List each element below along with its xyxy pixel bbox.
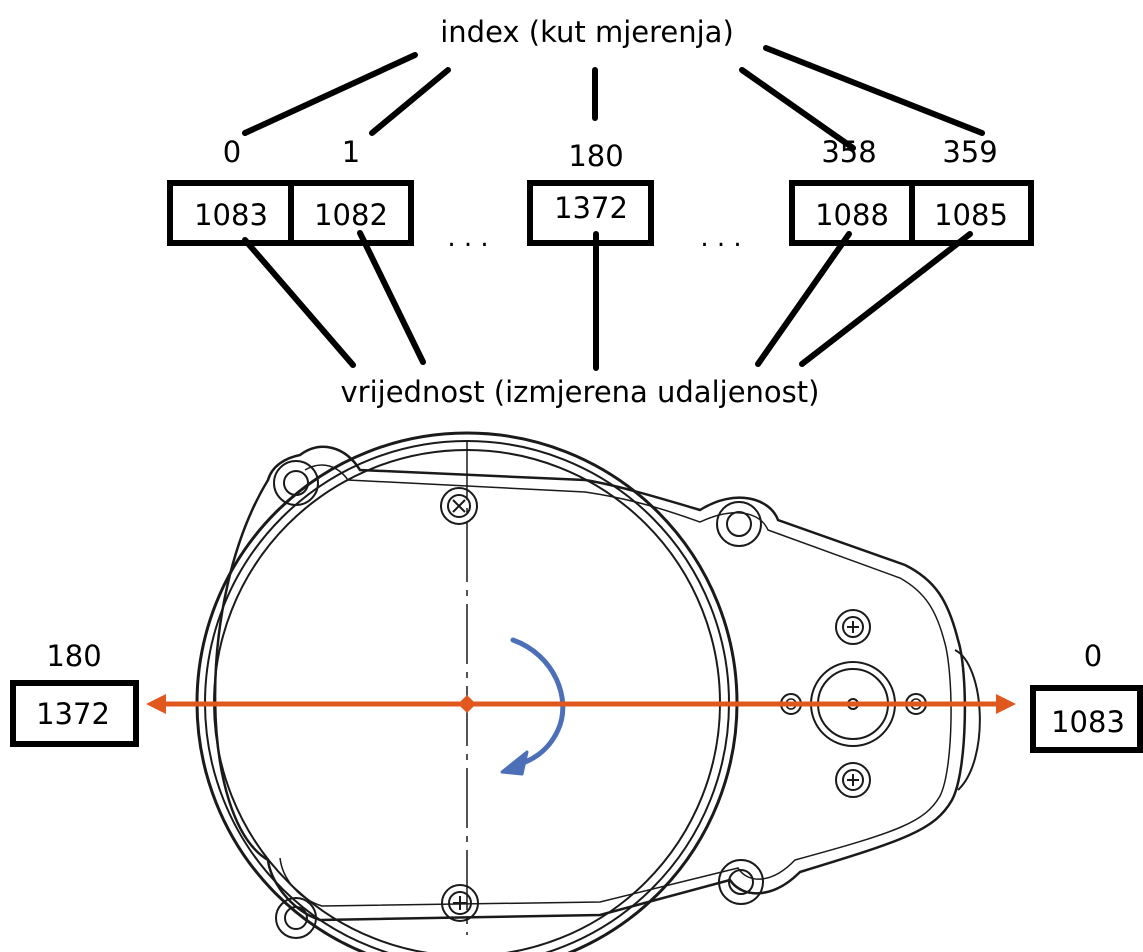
scan-axis-arrow-left: [146, 694, 166, 714]
right-reading-angle: 0: [1084, 639, 1102, 673]
array-value: 1372: [554, 191, 628, 225]
array-diagram: index (kut mjerenja) 0 1 180 358 359 108…: [167, 15, 1034, 409]
mount-hole-icon: [275, 897, 317, 939]
screw-icon: [835, 609, 871, 645]
value-connector-359: [799, 231, 973, 367]
mount-hole-icon: [716, 501, 762, 547]
index-connector-358: [739, 67, 856, 151]
screw-icon: [440, 487, 478, 525]
scan-axis-arrow-right: [996, 694, 1016, 714]
value-connector-358: [755, 231, 852, 367]
index-connector-0: [242, 52, 418, 136]
rotation-arrow-icon: [500, 637, 566, 776]
left-reading-distance: 1372: [36, 697, 110, 731]
mount-hole-icon: [718, 859, 764, 905]
index-caption: index (kut mjerenja): [440, 15, 734, 49]
ellipsis: . . .: [700, 223, 741, 253]
scan-axis: [146, 694, 1016, 714]
left-reading: 180 1372: [10, 639, 139, 747]
index-connector-359: [763, 45, 985, 136]
value-connector-1: [357, 230, 426, 365]
array-cell: [527, 180, 654, 246]
value-connector-0: [242, 237, 356, 368]
index-connectors: [242, 45, 985, 151]
index-label: 0: [223, 135, 241, 169]
ellipsis: . . .: [447, 223, 488, 253]
index-label: 1: [342, 135, 360, 169]
housing-side-bump: [954, 649, 981, 791]
rotation-arrow-arc: [510, 637, 566, 768]
screw-icon: [441, 884, 479, 922]
index-label: 358: [821, 135, 876, 169]
left-reading-box: [10, 680, 139, 747]
array-value: 1085: [934, 198, 1008, 232]
mount-hole-icon: [273, 460, 319, 506]
array-value: 1082: [314, 198, 388, 232]
right-reading: 0 1083: [1030, 639, 1143, 753]
index-connector-1: [369, 67, 451, 136]
array-value: 1088: [815, 198, 889, 232]
index-label: 180: [568, 139, 623, 173]
array-cells-left: [167, 180, 414, 246]
scan-center-point: [458, 695, 476, 713]
screw-icon: [835, 762, 871, 798]
lidar-sensor-drawing: [195, 431, 981, 952]
sensor-housing-outline: [213, 445, 967, 922]
array-value: 1083: [194, 198, 268, 232]
sensor-housing-inner-outline: [279, 464, 952, 907]
right-reading-distance: 1083: [1051, 705, 1125, 739]
value-caption: vrijednost (izmjerena udaljenost): [341, 375, 820, 409]
array-cells-right: [789, 180, 1034, 246]
rotation-arrow-head: [500, 750, 529, 776]
index-label: 359: [942, 135, 997, 169]
value-connectors: [242, 230, 973, 371]
left-reading-angle: 180: [46, 639, 101, 673]
right-reading-box: [1030, 685, 1143, 753]
